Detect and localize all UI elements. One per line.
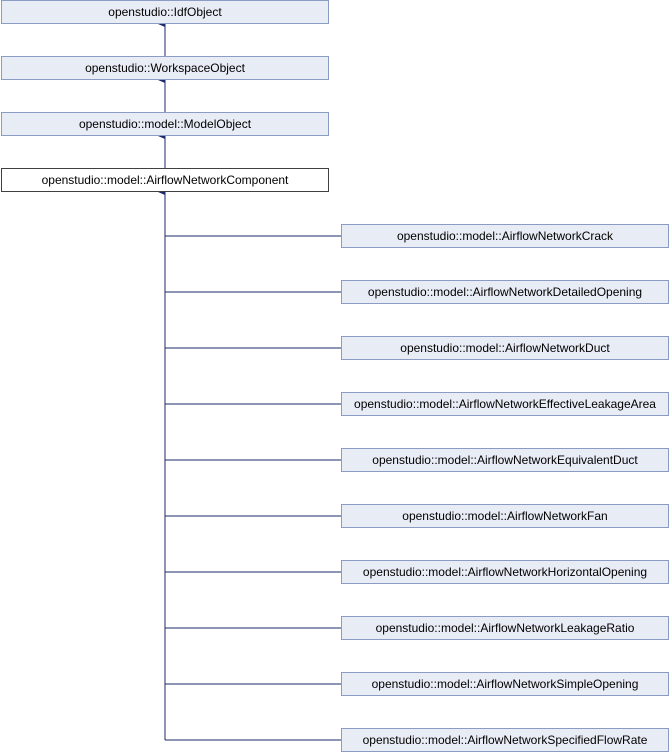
derived-class-node[interactable]: openstudio::model::AirflowNetworkSpecifi…: [341, 728, 669, 752]
derived-class-node[interactable]: openstudio::model::AirflowNetworkEquival…: [341, 448, 669, 472]
derived-class-node[interactable]: openstudio::model::AirflowNetworkEffecti…: [341, 392, 669, 416]
class-node-workspaceobject[interactable]: openstudio::WorkspaceObject: [1, 56, 329, 80]
derived-class-node[interactable]: openstudio::model::AirflowNetworkSimpleO…: [341, 672, 669, 696]
derived-class-node[interactable]: openstudio::model::AirflowNetworkFan: [341, 504, 669, 528]
derived-class-node[interactable]: openstudio::model::AirflowNetworkHorizon…: [341, 560, 669, 584]
derived-class-node[interactable]: openstudio::model::AirflowNetworkLeakage…: [341, 616, 669, 640]
derived-class-node[interactable]: openstudio::model::AirflowNetworkCrack: [341, 224, 669, 248]
class-node-modelobject[interactable]: openstudio::model::ModelObject: [1, 112, 329, 136]
derived-class-node[interactable]: openstudio::model::AirflowNetworkDuct: [341, 336, 669, 360]
derived-class-node[interactable]: openstudio::model::AirflowNetworkDetaile…: [341, 280, 669, 304]
class-node-airflownetworkcomponent: openstudio::model::AirflowNetworkCompone…: [1, 168, 329, 192]
class-node-idfobject[interactable]: openstudio::IdfObject: [1, 0, 329, 24]
